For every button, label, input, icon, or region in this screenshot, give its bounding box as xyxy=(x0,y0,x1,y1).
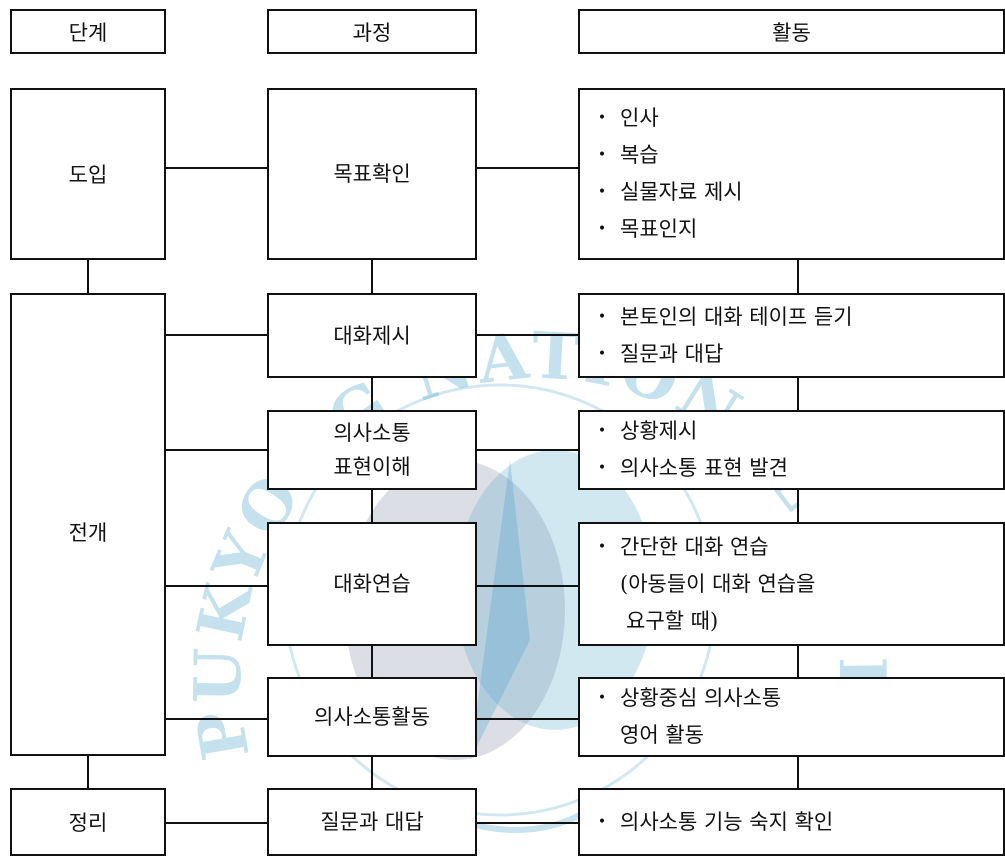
activity-text: 본토인의 대화 테이프 듣기 xyxy=(620,304,853,329)
connector-proc-4 xyxy=(371,646,373,677)
connector-wrap-qa xyxy=(166,822,267,824)
activity-practice: • 간단한 대화 연습 (아동들이 대화 연습을 요구할 때) xyxy=(578,522,1005,646)
activity-text: 질문과 대답 xyxy=(620,341,724,366)
activity-comm-item: • 상황중심 의사소통 xyxy=(598,680,782,717)
process-expression-line1: 의사소통 xyxy=(333,421,411,445)
connector-proc-3 xyxy=(371,490,373,522)
process-practice: 대화연습 xyxy=(267,522,477,646)
activity-text: 목표인지 xyxy=(620,217,698,241)
process-goal: 목표확인 xyxy=(267,88,477,260)
bullet-icon: • xyxy=(597,147,607,163)
activity-comm-continuation: 영어 활동 xyxy=(620,723,704,747)
stage-wrapup: 정리 xyxy=(10,788,166,856)
activity-goal-item: • 인사 xyxy=(598,100,659,137)
header-process-label: 과정 xyxy=(352,20,392,45)
process-expression: 의사소통 표현이해 xyxy=(267,410,477,490)
bullet-icon: • xyxy=(597,184,607,200)
activity-text: 간단한 대화 연습 xyxy=(620,534,769,559)
activity-goal: • 인사 • 복습 • 실물자료 제시 • 목표인지 xyxy=(578,88,1005,260)
stage-intro: 도입 xyxy=(10,88,166,260)
connector-act-3 xyxy=(797,490,799,522)
connector-proc-5 xyxy=(371,757,373,788)
activity-practice-continuation: (아동들이 대화 연습을 xyxy=(620,571,816,596)
connector-qa-activity xyxy=(477,822,578,824)
bullet-icon: • xyxy=(597,690,607,706)
connector-intro-goal xyxy=(166,167,267,169)
stage-wrapup-label: 정리 xyxy=(68,811,108,835)
process-qa-label: 질문과 대답 xyxy=(320,810,424,834)
stage-development-label: 전개 xyxy=(68,521,108,545)
activity-text: 의사소통 표현 발견 xyxy=(620,456,788,480)
activity-qa-item: • 의사소통 기능 숙지 확인 xyxy=(598,804,834,841)
process-practice-label: 대화연습 xyxy=(333,572,411,596)
header-stage: 단계 xyxy=(10,9,166,54)
bullet-icon: • xyxy=(597,538,607,555)
process-goal-label: 목표확인 xyxy=(333,162,411,186)
activity-text: 인사 xyxy=(620,106,659,130)
connector-dialogue-activity xyxy=(477,334,578,336)
activity-dialogue-item: • 질문과 대답 xyxy=(598,336,724,373)
header-activity-label: 활동 xyxy=(772,20,811,45)
connector-stage-dev-wrap xyxy=(87,756,89,788)
connector-act-1 xyxy=(797,260,799,293)
stage-development: 전개 xyxy=(10,293,166,756)
activity-qa: • 의사소통 기능 숙지 확인 xyxy=(578,788,1005,856)
header-stage-label: 단계 xyxy=(68,20,108,45)
activity-goal-item: • 목표인지 xyxy=(598,211,698,248)
bullet-icon: • xyxy=(597,308,607,325)
bullet-icon: • xyxy=(597,110,607,126)
process-dialogue-present: 대화제시 xyxy=(267,293,477,378)
process-comm-activity-label: 의사소통활동 xyxy=(314,705,430,729)
activity-goal-item: • 실물자료 제시 xyxy=(598,174,743,211)
activity-text: 의사소통 기능 숙지 확인 xyxy=(620,809,834,834)
process-expression-line2: 표현이해 xyxy=(333,455,411,479)
connector-act-4 xyxy=(797,646,799,677)
connector-practice-activity xyxy=(477,585,578,587)
activity-text: 상황제시 xyxy=(620,419,698,443)
header-process: 과정 xyxy=(267,9,477,54)
activity-goal-item: • 복습 xyxy=(598,137,659,174)
connector-proc-1 xyxy=(371,260,373,293)
activity-text: 실물자료 제시 xyxy=(620,180,743,204)
connector-dev-practice xyxy=(166,585,267,587)
activity-dialogue-present: • 본토인의 대화 테이프 듣기 • 질문과 대답 xyxy=(578,293,1005,378)
connector-dev-dialogue xyxy=(166,334,267,336)
process-comm-activity: 의사소통활동 xyxy=(267,677,477,757)
bullet-icon: • xyxy=(597,813,607,830)
connector-stage-intro-dev xyxy=(87,260,89,293)
process-dialogue-present-label: 대화제시 xyxy=(333,323,411,348)
activity-practice-item: • 간단한 대화 연습 xyxy=(598,529,769,566)
process-qa: 질문과 대답 xyxy=(267,788,477,856)
connector-goal-activity xyxy=(477,167,578,169)
activity-comm-activity: • 상황중심 의사소통 영어 활동 xyxy=(578,677,1005,757)
activity-practice-continuation: 요구할 때) xyxy=(626,608,719,633)
connector-act-2 xyxy=(797,378,799,410)
connector-proc-2 xyxy=(371,378,373,410)
bullet-icon: • xyxy=(597,221,607,237)
bullet-icon: • xyxy=(597,345,607,362)
activity-expression-item: • 의사소통 표현 발견 xyxy=(598,450,788,487)
activity-dialogue-item: • 본토인의 대화 테이프 듣기 xyxy=(598,299,853,336)
header-activity: 활동 xyxy=(578,9,1005,54)
connector-comm-activity xyxy=(477,718,578,720)
bullet-icon: • xyxy=(597,460,607,476)
connector-expression-activity xyxy=(477,449,578,451)
connector-act-5 xyxy=(797,757,799,788)
connector-dev-comm xyxy=(166,718,267,720)
activity-text: 복습 xyxy=(620,143,659,167)
activity-expression-item: • 상황제시 xyxy=(598,413,698,450)
stage-intro-label: 도입 xyxy=(68,163,108,187)
activity-expression: • 상황제시 • 의사소통 표현 발견 xyxy=(578,410,1005,490)
connector-dev-expression xyxy=(166,449,267,451)
activity-text: 상황중심 의사소통 xyxy=(620,686,782,710)
bullet-icon: • xyxy=(597,423,607,439)
